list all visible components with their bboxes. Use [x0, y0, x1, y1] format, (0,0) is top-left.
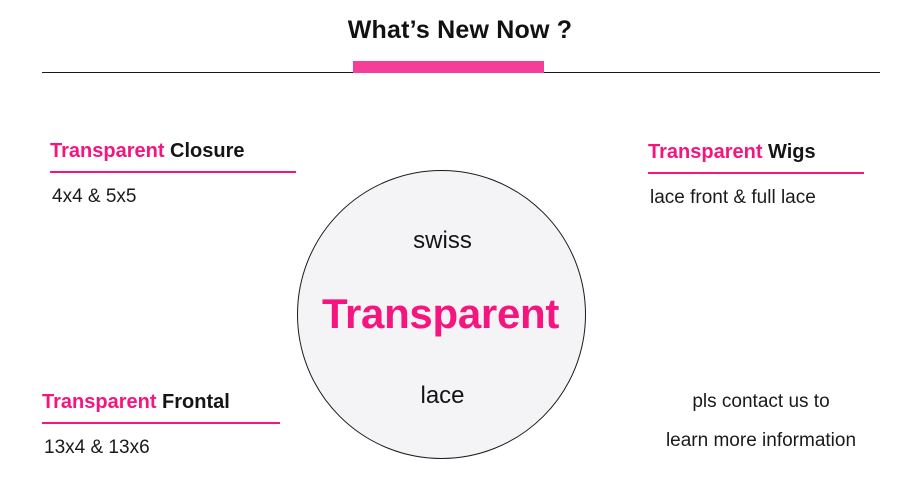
circle-top-label: swiss: [413, 227, 472, 254]
contact-line-1: pls contact us to: [692, 391, 830, 412]
frontal-heading: Transparent Frontal: [42, 391, 280, 413]
closure-detail: 4x4 & 5x5: [52, 186, 137, 207]
frontal-heading-rest: Frontal: [156, 391, 230, 413]
feature-block-wigs: Transparent Wigs lace front & full lace: [648, 141, 864, 211]
wigs-heading-rest: Wigs: [762, 141, 816, 163]
frontal-heading-highlight: Transparent: [42, 391, 157, 413]
wigs-underline: [648, 172, 864, 174]
closure-heading-rest: Closure: [164, 140, 245, 162]
closure-heading-highlight: Transparent: [50, 140, 165, 162]
circle-main-label: Transparent: [321, 290, 560, 337]
contact-message: pls contact us to learn more information: [620, 392, 902, 450]
closure-underline: [50, 171, 296, 173]
wigs-heading: Transparent Wigs: [648, 141, 864, 163]
closure-heading: Transparent Closure: [50, 140, 296, 162]
header-accent-bar: [353, 61, 544, 73]
frontal-underline: [42, 422, 280, 424]
circle-bottom-label: lace: [420, 382, 465, 409]
feature-block-closure: Transparent Closure 4x4 & 5x5: [50, 140, 296, 210]
feature-block-frontal: Transparent Frontal 13x4 & 13x6: [42, 391, 280, 461]
contact-line-2: learn more information: [665, 430, 857, 451]
wigs-heading-highlight: Transparent: [648, 141, 763, 163]
frontal-detail: 13x4 & 13x6: [44, 437, 150, 458]
center-circle-graphic: swiss Transparent lace: [297, 170, 586, 459]
wigs-detail: lace front & full lace: [650, 187, 816, 208]
page-header: What’s New Now ?: [0, 0, 920, 82]
page-title: What’s New Now ?: [347, 16, 573, 44]
